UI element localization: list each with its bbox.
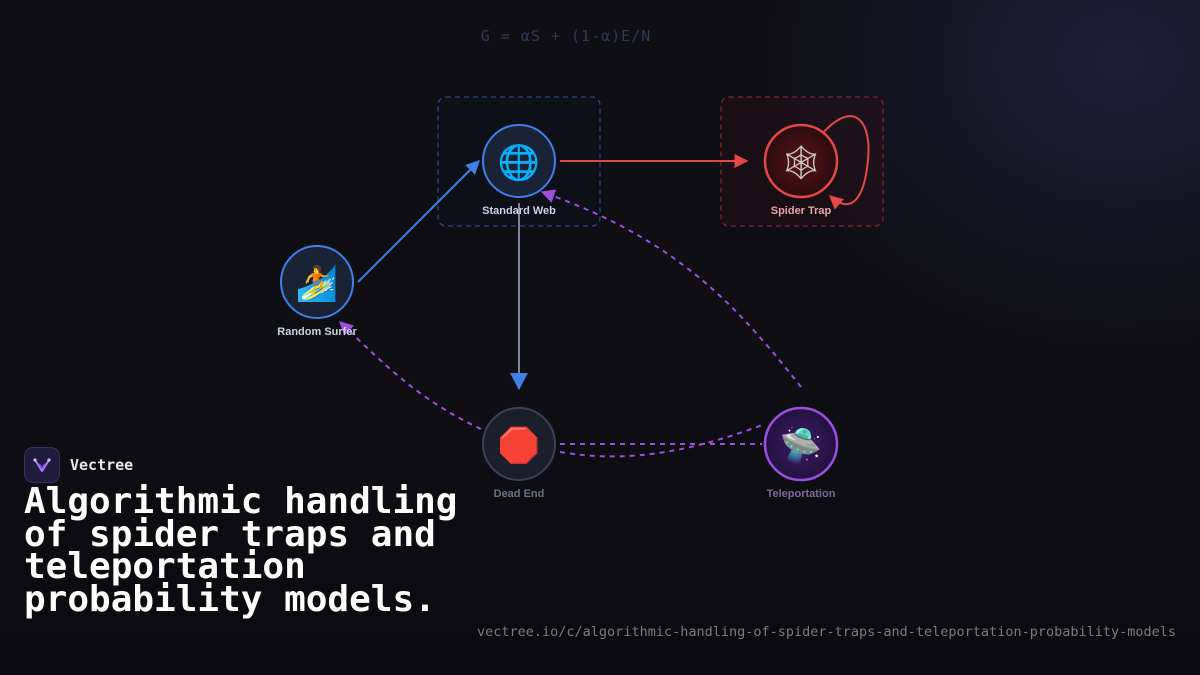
stop-sign-icon: 🛑 [498,426,540,466]
node-standard-web[interactable]: 🌐 Standard Web [482,124,556,217]
edge-teleport-to-surfer [338,321,482,430]
edge-web-to-dead-end-arrowhead [510,373,528,390]
node-label-spider-trap: Spider Trap [771,205,832,217]
globe-icon: 🌐 [498,143,540,183]
formula-text: G = αS + (1-α)E/N [481,27,652,45]
node-label-random-surfer: Random Surfer [277,326,357,338]
node-label-dead-end: Dead End [494,488,545,500]
page-url[interactable]: vectree.io/c/algorithmic-handling-of-spi… [477,624,1176,640]
edge-surfer-to-web [357,160,480,283]
node-teleportation[interactable]: 🛸 Teleportation [763,406,839,500]
edge-trap-self-loop [821,115,870,210]
brand-name: Vectree [70,456,134,474]
page-title: Algorithmic handling of spider traps and… [24,481,458,620]
node-dead-end[interactable]: 🛑 Dead End [482,407,556,500]
ufo-icon: 🛸 [780,425,822,466]
node-random-surfer[interactable]: 🏄 Random Surfer [277,245,357,338]
node-label-teleportation: Teleportation [767,488,836,500]
edge-dead-end-to-teleport-curve [559,423,766,458]
node-spider-trap[interactable]: 🕸 Spider Trap [763,123,839,217]
node-label-standard-web: Standard Web [482,205,556,217]
spider-web-icon: 🕸 [779,143,822,183]
vectree-logo-icon [24,447,60,483]
brand: Vectree [24,447,133,483]
surfer-icon: 🏄 [296,264,338,304]
